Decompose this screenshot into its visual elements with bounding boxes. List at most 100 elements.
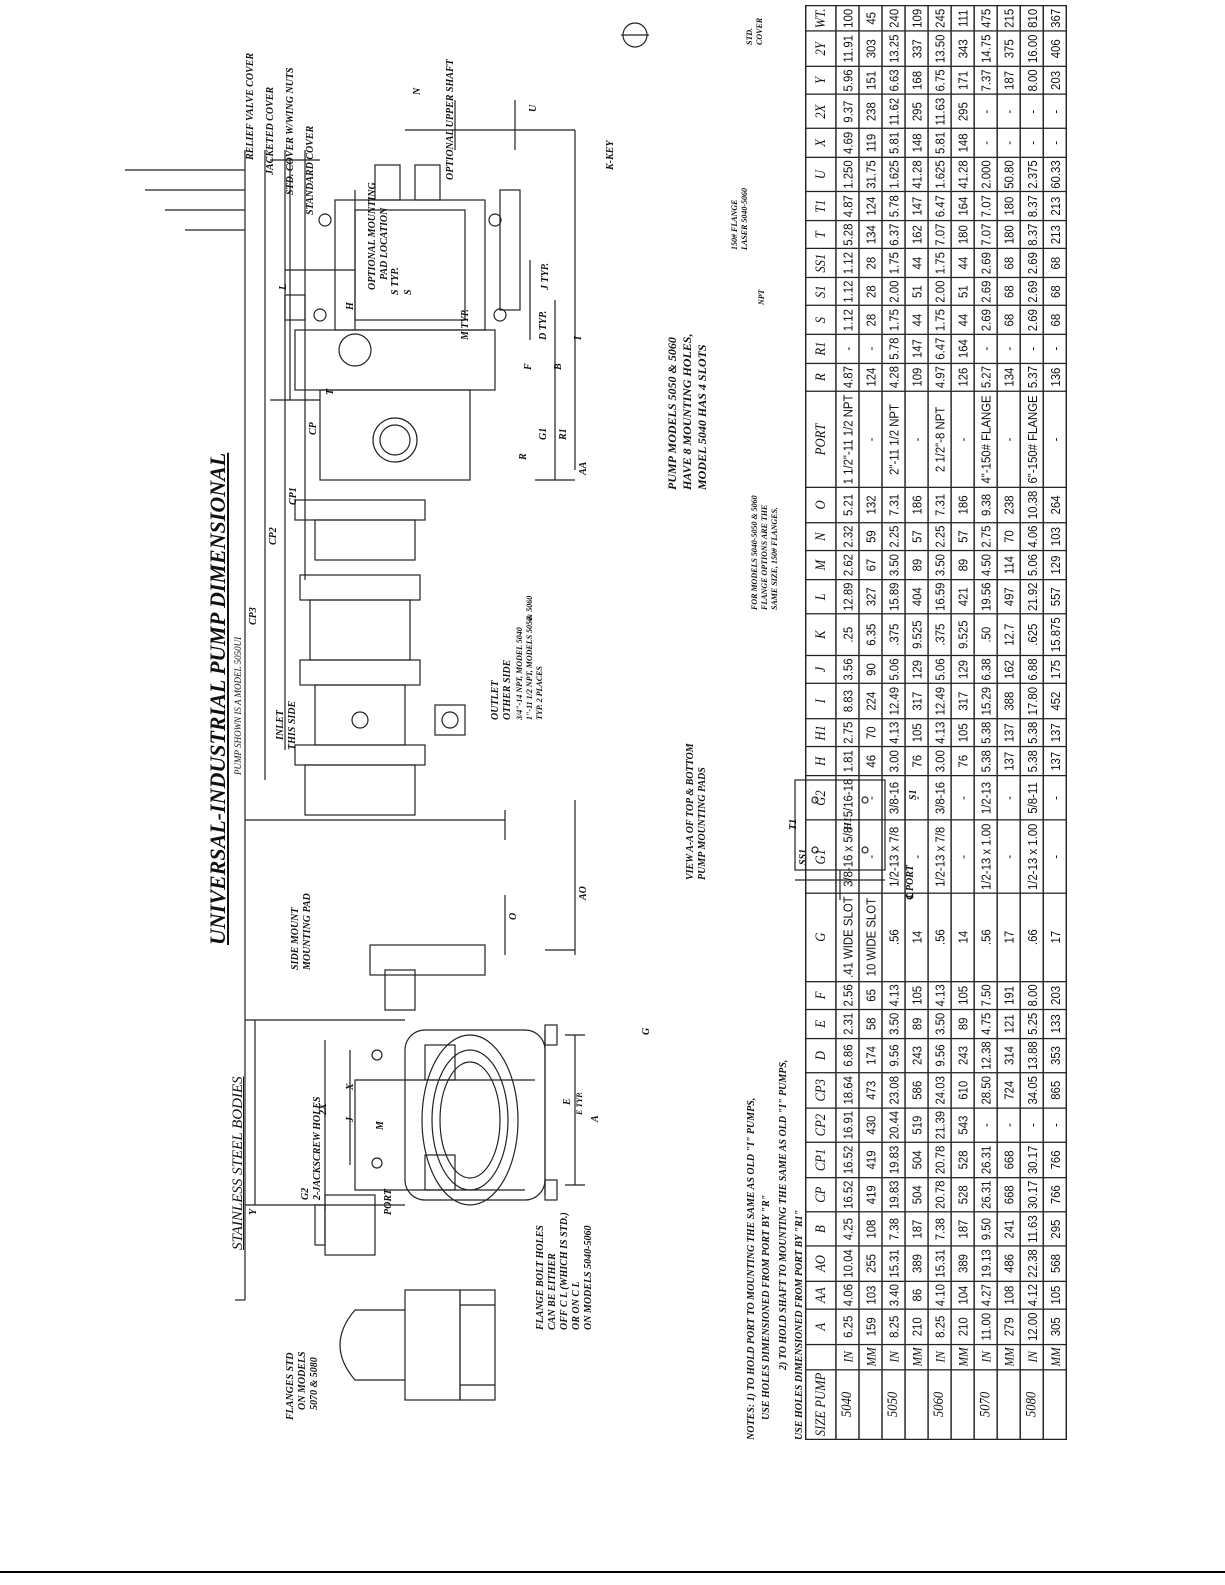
table-header-col: AA: [805, 1280, 836, 1310]
table-cell: -: [858, 775, 883, 821]
table-cell: 3.50: [882, 550, 906, 580]
table-cell: -: [1020, 128, 1044, 158]
table-cell: 60.33: [1043, 157, 1067, 192]
flange-bolt-label-1: FLANGE BOLT HOLES: [535, 1225, 546, 1330]
note-2: 2) TO HOLD SHAFT TO MOUNTING THE SAME AS…: [778, 1059, 789, 1370]
table-cell: 1 1/2"-11 1/2 NPT: [835, 391, 859, 488]
table-cell: 20.78: [928, 1177, 952, 1213]
table-cell: 44: [951, 248, 975, 278]
table-cell: 162: [905, 220, 929, 249]
table-header-col: 2X: [805, 94, 836, 129]
table-cell: 586: [905, 1072, 929, 1108]
table-cell: 11.63: [1020, 1212, 1044, 1247]
dim-cp2: CP2: [268, 527, 279, 545]
table-cell: -: [905, 391, 929, 488]
table-cell: 148: [905, 128, 929, 158]
table-cell: 76: [905, 747, 929, 776]
table-header-col: AO: [805, 1246, 836, 1281]
table-cell-unit: IN: [882, 1344, 906, 1370]
standard-cover-label: STANDARD COVER: [305, 125, 316, 215]
table-cell: 1/2-13 x 1.00: [974, 820, 998, 894]
outlet-label-6: & 5060: [525, 595, 534, 620]
table-header-col: S1: [805, 277, 836, 306]
table-header-col: G2: [805, 775, 836, 821]
table-cell: 134: [997, 362, 1021, 392]
table-cell: 8.00: [1020, 66, 1044, 95]
table-cell: 1.75: [882, 305, 906, 335]
cover-block: [334, 199, 486, 331]
table-cell: 7.50: [974, 981, 998, 1010]
table-cell: 4.06: [1020, 522, 1044, 551]
table-cell: 14: [905, 893, 929, 982]
table-cell: 5.06: [882, 655, 906, 684]
e-typ-label: E TYP.: [575, 1092, 584, 1115]
table-header-col: F: [805, 981, 836, 1010]
table-cell: 264: [1043, 487, 1067, 523]
table-cell: 4.12: [1020, 1280, 1044, 1310]
pump-models-note-1: PUMP MODELS 5050 & 5060: [665, 337, 679, 490]
table-cell: .66: [1020, 893, 1044, 982]
table-cell: 404: [905, 579, 929, 615]
table-cell: 203: [1043, 981, 1067, 1010]
port-circle: [372, 417, 418, 463]
table-cell: 215: [997, 5, 1021, 32]
table-cell: 1/2-13 x 7/8: [928, 820, 952, 894]
m-typ-label: M TYP.: [460, 309, 471, 340]
table-cell: 1.12: [835, 305, 859, 335]
table-cell: 5.06: [1020, 550, 1044, 580]
table-cell: 15.89: [882, 579, 906, 615]
table-cell: 4.13: [882, 981, 906, 1010]
dim-r1: R1: [558, 428, 569, 440]
s-typ-label: S TYP.: [390, 267, 401, 295]
table-cell: 2.75: [835, 718, 859, 748]
table-cell: -: [997, 1107, 1021, 1143]
dim-cp3: CP3: [248, 607, 259, 625]
table-cell: 89: [905, 550, 929, 580]
table-cell: 2"-11 1/2 NPT: [882, 391, 906, 488]
flange-150-note-2: LASER 5040-5060: [740, 187, 749, 250]
page-bottom-rule: [0, 1571, 1225, 1573]
table-cell: 238: [997, 487, 1021, 523]
table-cell: 543: [951, 1107, 975, 1143]
table-cell: 388: [997, 683, 1021, 719]
note-1: NOTES: 1) TO HOLD PORT TO MOUNTING THE S…: [746, 1097, 757, 1440]
pump-models-note-2: HAVE 8 MOUNTING HOLES,: [680, 333, 694, 490]
table-cell: 17: [997, 893, 1021, 982]
table-cell: 103: [1043, 522, 1067, 551]
table-cell: -: [858, 391, 883, 488]
table-cell: .56: [928, 893, 952, 982]
table-header-col: R: [805, 362, 836, 392]
table-cell: 2.62: [835, 550, 859, 580]
table-cell: 16.59: [928, 579, 952, 615]
outlet-label-2: OTHER SIDE: [502, 659, 513, 720]
table-cell: 2.69: [1020, 248, 1044, 278]
table-cell: 303: [858, 31, 883, 67]
table-cell: 375: [997, 31, 1021, 67]
table-cell: 2.69: [974, 305, 998, 335]
table-cell: 14.75: [974, 31, 998, 67]
table-cell: 24.03: [928, 1072, 952, 1108]
table-cell: 2.25: [928, 522, 952, 551]
table-cell: 51: [905, 277, 929, 306]
table-cell: 2.00: [882, 277, 906, 306]
outlet-label-1: OUTLET: [490, 680, 501, 720]
table-cell: 486: [997, 1246, 1021, 1281]
dim-f: F: [523, 363, 534, 370]
table-cell: 6.25: [835, 1309, 859, 1345]
table-cell: 129: [1043, 550, 1067, 580]
table-header-col: K: [805, 614, 836, 656]
table-cell: 9.525: [905, 614, 929, 656]
table-cell: 4"-150# FLANGE: [974, 391, 998, 488]
table-cell: 9.38: [974, 487, 998, 523]
table-cell: 50.80: [997, 157, 1021, 192]
table-cell: 279: [997, 1309, 1021, 1345]
table-cell: 67: [858, 550, 883, 580]
table-cell: 191: [997, 981, 1021, 1010]
table-cell: 504: [905, 1177, 929, 1213]
table-cell: 23.08: [882, 1072, 906, 1108]
table-cell: 1/2-13 x 7/8: [882, 820, 906, 894]
table-cell: -: [1043, 1107, 1067, 1143]
